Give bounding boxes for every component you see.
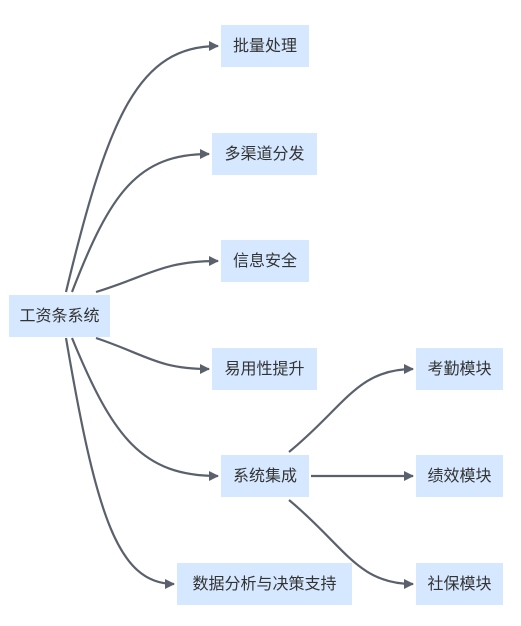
edge-root-to-channels xyxy=(70,149,210,293)
information-security-node: 信息安全 xyxy=(221,240,309,282)
edge-root-to-batch xyxy=(64,41,219,293)
edge-root-to-integration xyxy=(70,337,219,481)
social-insurance-module-node: 社保模块 xyxy=(416,563,503,605)
edge-integration-to-social xyxy=(288,499,414,589)
data-analytics-node: 数据分析与决策支持 xyxy=(177,563,352,605)
multi-channel-distribution-node: 多渠道分发 xyxy=(212,133,317,175)
batch-processing-node: 批量处理 xyxy=(221,25,309,67)
edge-root-to-usability xyxy=(95,336,210,374)
usability-improvement-node: 易用性提升 xyxy=(212,348,317,390)
edge-root-to-analytics xyxy=(64,337,175,589)
performance-module-node: 绩效模块 xyxy=(416,455,503,497)
edge-root-to-security xyxy=(95,256,219,294)
root-node: 工资条系统 xyxy=(9,295,110,337)
system-integration-node: 系统集成 xyxy=(221,455,309,497)
attendance-module-node: 考勤模块 xyxy=(416,348,503,390)
edge-integration-to-attendance xyxy=(288,364,414,453)
